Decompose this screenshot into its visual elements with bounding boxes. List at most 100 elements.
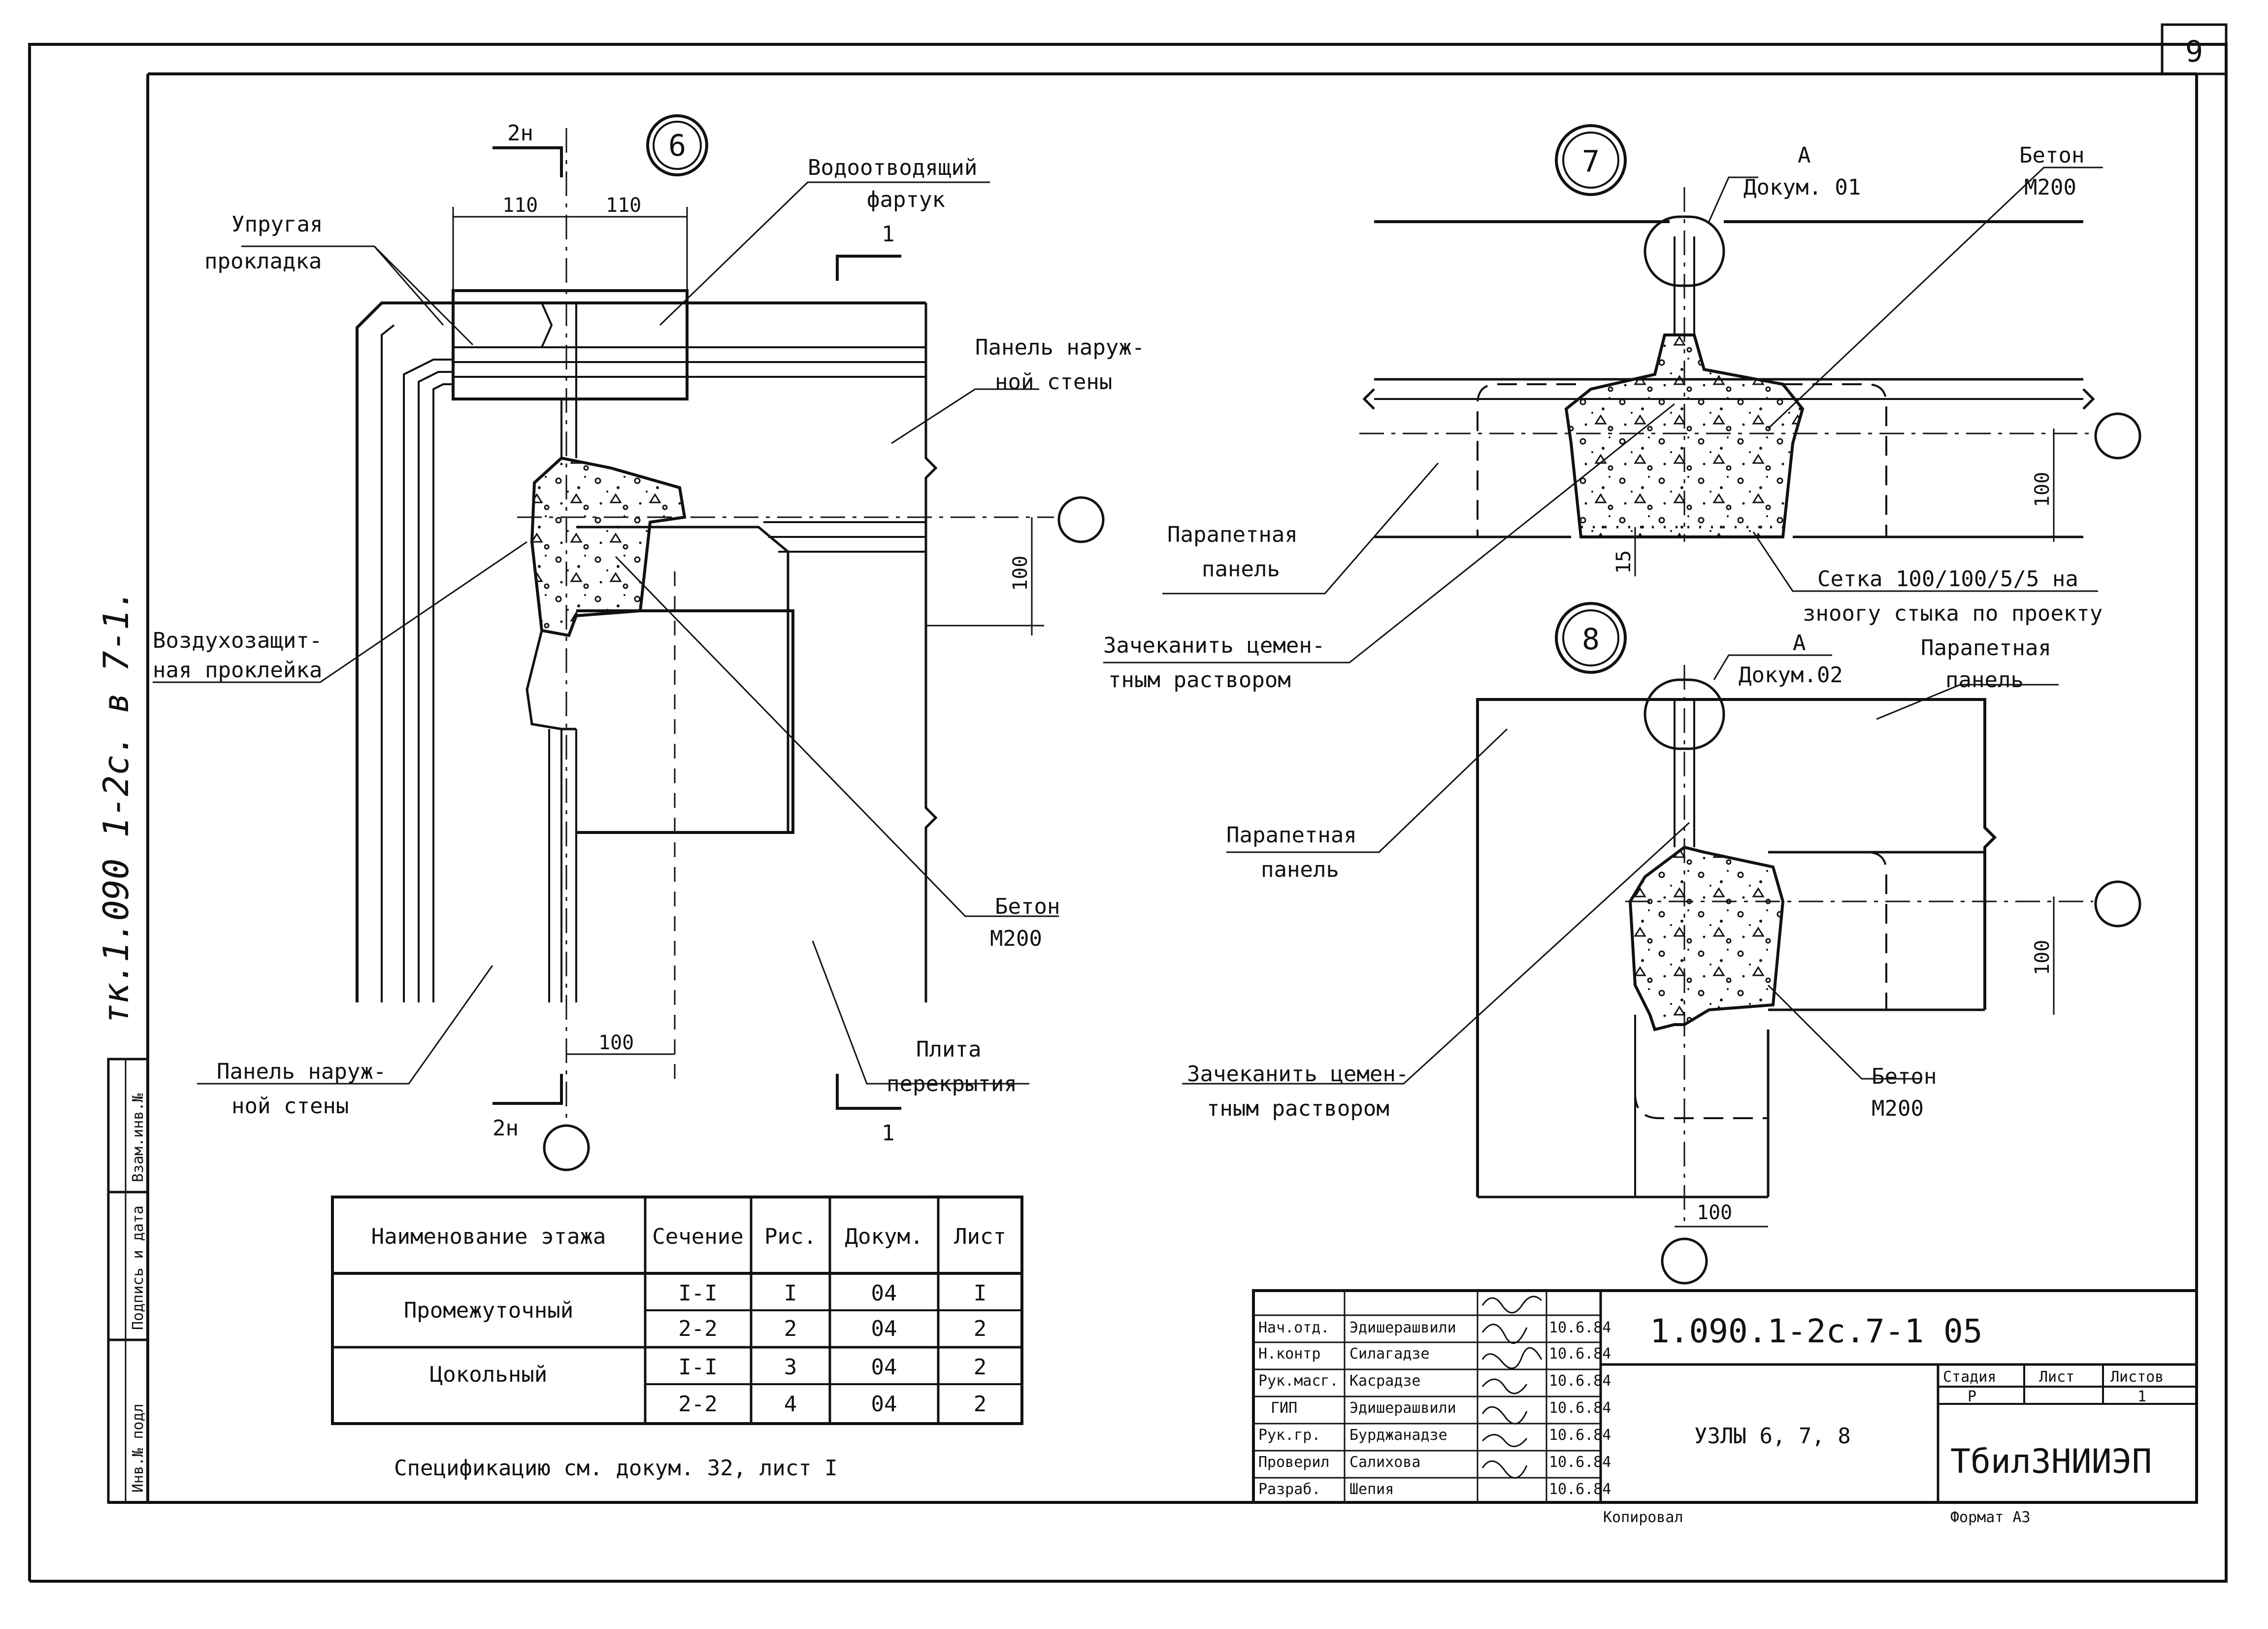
node8-ref-1: А	[1793, 631, 1806, 656]
staff-name: Бурджанадзе	[1349, 1427, 1447, 1444]
node8-label-caulk-2: тным раствором	[1207, 1096, 1389, 1121]
node8-label-caulk-1: Зачеканить цемен-	[1187, 1062, 1409, 1087]
node6-section1-bottom: 1	[882, 1121, 895, 1146]
side-stamp: тк.1.090 1-2с. в 7-1.	[96, 589, 136, 1025]
margin-label-sign: Подпись и дата	[130, 1205, 147, 1330]
node6-label-gasket-1: Упругая	[231, 212, 323, 237]
spec-cell: 2	[784, 1316, 797, 1341]
margin-stamp-boxes	[107, 1058, 149, 1504]
staff-date: 10.6.84	[1549, 1319, 1611, 1336]
staff-role: Разраб.	[1258, 1481, 1320, 1498]
title-code: 1.090.1-2с.7-1 05	[1650, 1312, 1983, 1350]
node6-dim-100-h: 100	[598, 1031, 634, 1054]
spec-cell: 2-2	[678, 1316, 717, 1341]
title-block-grid	[1252, 1289, 2198, 1504]
spec-cell: 4	[784, 1392, 797, 1417]
spec-cell: I	[784, 1281, 797, 1306]
node7-ref-1: А	[1798, 143, 1811, 168]
node7-label-mesh-1: Сетка 100/100/5/5 на	[1817, 566, 2078, 592]
node6-label-panel-outer-2: ной стены	[995, 369, 1112, 395]
node7-label-concrete-2: М200	[2024, 175, 2076, 200]
node8-label-parapet-r1: Парапетная	[1921, 635, 2051, 661]
node7-ref-2: Докум. 01	[1743, 175, 1861, 200]
spec-cell: 04	[871, 1355, 897, 1380]
title-name: УЗЛЫ 6, 7, 8	[1694, 1424, 1851, 1449]
spec-cell: 2	[974, 1392, 987, 1417]
staff-name: Салихова	[1349, 1454, 1421, 1471]
spec-cell: 2	[974, 1316, 987, 1341]
staff-date: 10.6.84	[1549, 1399, 1611, 1417]
spec-table-grid	[331, 1196, 1023, 1425]
spec-note: Спецификацию см. докум. 32, лист I	[394, 1456, 838, 1481]
staff-name: Эдишерашвили	[1349, 1319, 1456, 1336]
staff-name: Силагадзе	[1349, 1345, 1430, 1363]
sheet-frame	[28, 23, 2228, 1583]
node7-label-caulk-1: Зачеканить цемен-	[1103, 633, 1325, 658]
node8-dim-100-h: 100	[1697, 1201, 1732, 1224]
node6-dim-left: 110	[502, 194, 538, 217]
node6-label-panel-outer-1: Панель наруж-	[975, 335, 1145, 360]
staff-name: Эдишерашвили	[1349, 1399, 1456, 1417]
node6-section1-top: 1	[882, 222, 895, 247]
title-format: Формат А3	[1950, 1509, 2031, 1526]
node7-dim-100: 100	[2031, 472, 2054, 507]
node6-label-slab-2: перекрытия	[887, 1071, 1017, 1097]
staff-date: 10.6.84	[1549, 1454, 1611, 1471]
node6-label-apron-2: фартук	[867, 187, 945, 212]
node-8-number: 8	[1582, 622, 1600, 657]
staff-date: 10.6.84	[1549, 1481, 1611, 1498]
node-6-drawing	[153, 114, 1105, 1171]
spec-header-section: Сечение	[652, 1224, 743, 1249]
staff-role: ГИП	[1271, 1399, 1297, 1417]
node8-label-parapet-r2: панель	[1945, 667, 2024, 693]
title-copied: Копировал	[1603, 1509, 1683, 1526]
node8-label-parapet-l1: Парапетная	[1226, 823, 1357, 848]
node-8-drawing	[1182, 602, 2141, 1285]
title-org: ТбилЗНИИЭП	[1950, 1442, 2152, 1481]
node6-label-panel-bottom-1: Панель наруж-	[217, 1059, 386, 1084]
concrete-fill-node8	[1628, 845, 1785, 1031]
node7-label-caulk-2: тным раствором	[1108, 667, 1291, 693]
node6-label-apron-1: Водоотводящий	[808, 155, 977, 180]
staff-role: Проверил	[1258, 1454, 1330, 1471]
node7-label-parapet-2: панель	[1202, 557, 1280, 582]
spec-cell: 3	[784, 1355, 797, 1380]
margin-label-inv: Инв.№ подл	[130, 1403, 147, 1493]
node6-label-air-seal-1: Воздухозащит-	[153, 628, 322, 653]
spec-cell: 2	[974, 1355, 987, 1380]
spec-group-name: Цокольный	[430, 1362, 547, 1387]
spec-header-sheet: Лист	[954, 1224, 1006, 1249]
title-stage: Р	[1968, 1388, 1976, 1405]
signature-scribbles	[1481, 1296, 1543, 1479]
title-sheet-label: Лист	[2039, 1368, 2074, 1386]
staff-role: Нач.отд.	[1258, 1319, 1330, 1336]
staff-role: Рук.масг.	[1258, 1372, 1339, 1390]
title-sheets-label: Листов	[2110, 1368, 2164, 1386]
spec-cell: I-I	[678, 1355, 717, 1380]
node7-label-mesh-2: зноогу стыка по проекту	[1803, 601, 2103, 626]
margin-label-replace: Взам.инв.№	[130, 1093, 147, 1182]
staff-role: Рук.гр.	[1258, 1427, 1320, 1444]
concrete-fill-node6	[530, 456, 687, 637]
spec-header-doc: Докум.	[845, 1224, 923, 1249]
staff-role: Н.контр	[1258, 1345, 1320, 1363]
spec-group-name: Промежуточный	[404, 1298, 573, 1323]
node6-section-top: 2н	[507, 121, 533, 146]
title-stage-label: Стадия	[1943, 1368, 1996, 1386]
node7-dim-15: 15	[1612, 550, 1635, 574]
staff-date: 10.6.84	[1549, 1345, 1611, 1363]
spec-cell: I	[974, 1281, 987, 1306]
node-6-number: 6	[668, 129, 686, 163]
spec-cell: 04	[871, 1392, 897, 1417]
node7-label-parapet-1: Парапетная	[1167, 522, 1298, 547]
node6-section-bottom: 2н	[493, 1116, 519, 1141]
spec-cell: 04	[871, 1316, 897, 1341]
staff-name: Касрадзе	[1349, 1372, 1421, 1390]
node-7-drawing	[1103, 124, 2141, 664]
node6-dim-right: 110	[606, 194, 641, 217]
node6-label-gasket-2: прокладка	[204, 249, 322, 274]
node6-dim-100-v: 100	[1009, 556, 1032, 591]
node8-ref-2: Докум.02	[1739, 663, 1843, 688]
spec-cell: 04	[871, 1281, 897, 1306]
node8-label-concrete-2: М200	[1872, 1096, 1924, 1121]
